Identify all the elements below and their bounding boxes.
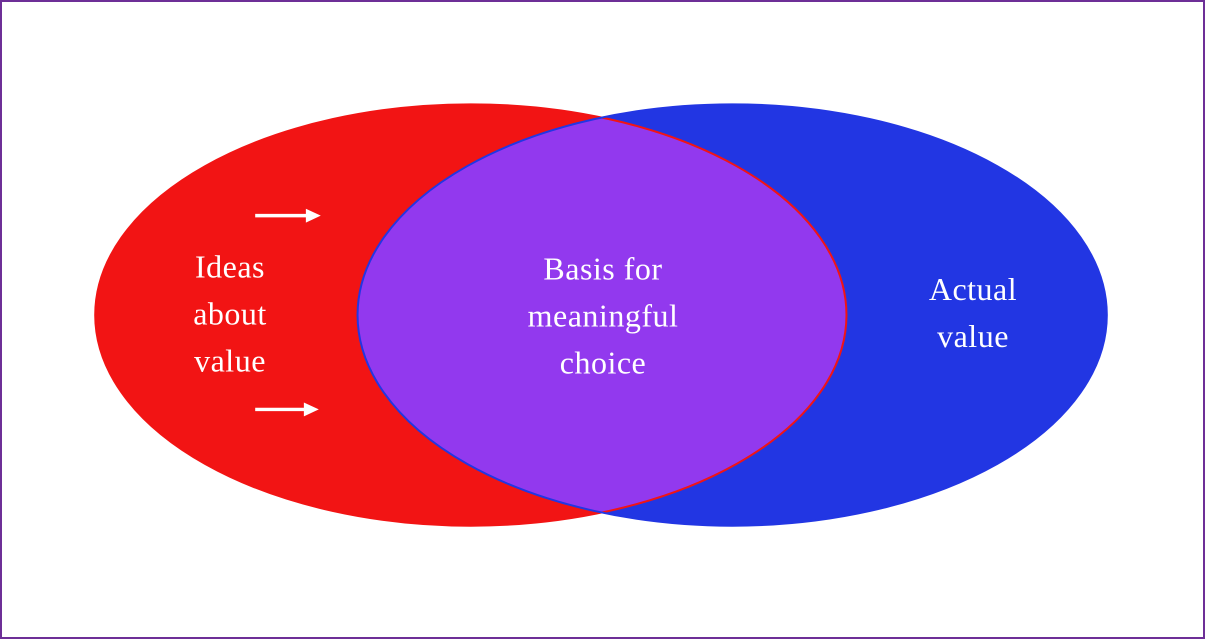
overlap-label: Basis for meaningful choice [527, 250, 679, 381]
left-ellipse-label: Ideas about value [193, 248, 267, 379]
arrow-right-icon [255, 402, 319, 417]
arrow-right-icon [255, 208, 321, 223]
left-ellipse-outline [94, 103, 848, 527]
overlap-region [357, 104, 847, 526]
arrow-head [303, 402, 319, 417]
arrow-head [305, 208, 321, 223]
right-ellipse-label: Actual value [928, 271, 1018, 354]
right-ellipse-outline [356, 103, 1108, 527]
